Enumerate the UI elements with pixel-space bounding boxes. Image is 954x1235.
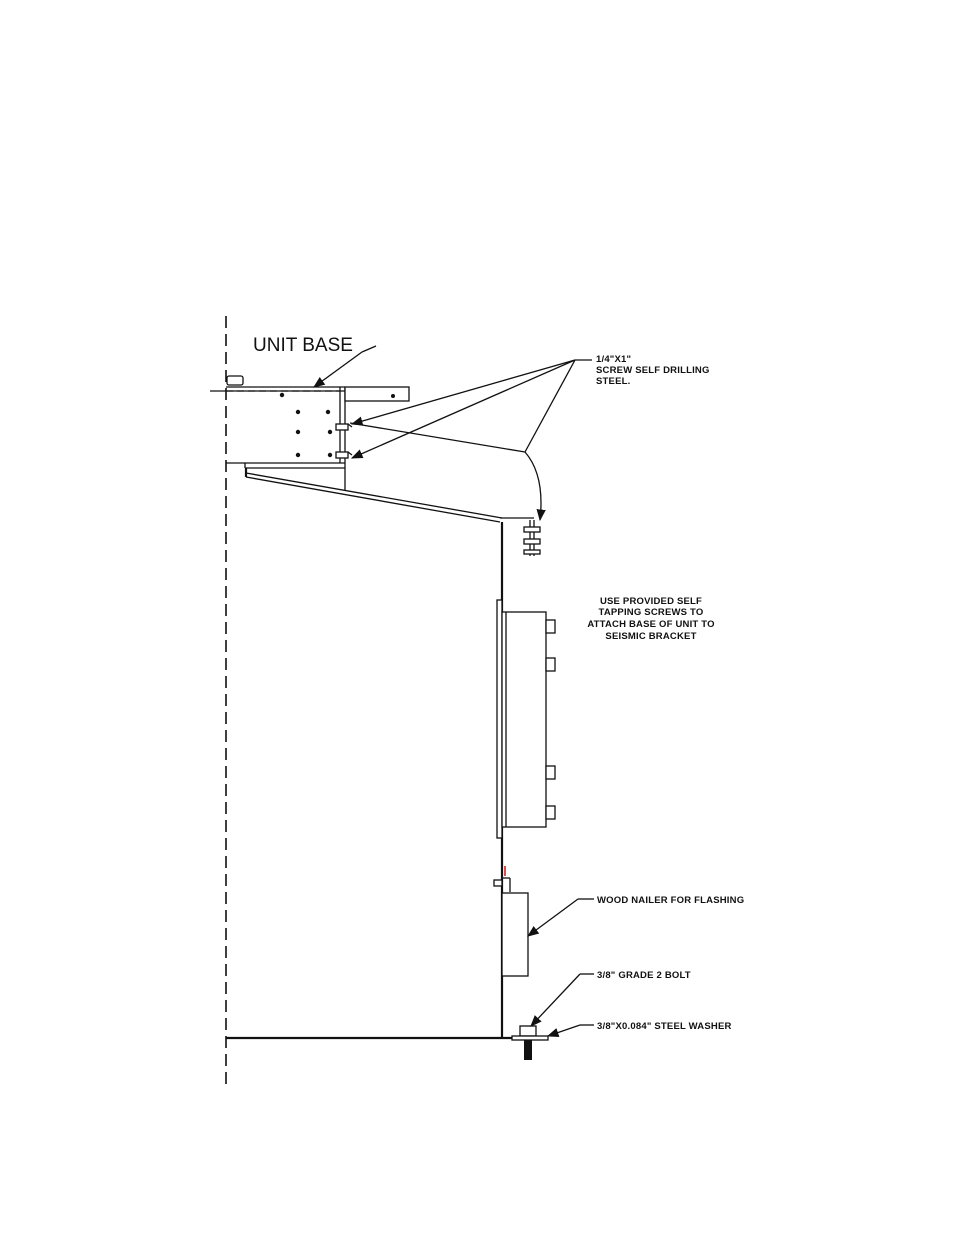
leader-lines (314, 346, 594, 1036)
tapping-note-line-2: TAPPING SCREWS TO (599, 607, 704, 618)
anchor-bolt-icon (512, 1026, 548, 1060)
wood-nailer (502, 893, 528, 976)
tapping-note-line-4: SEISMIC BRACKET (605, 631, 696, 642)
washer-label: 3/8"X0.084" STEEL WASHER (597, 1021, 732, 1032)
seismic-bracket (246, 468, 540, 1038)
bolt-hole-icon (328, 453, 332, 457)
unit-base-rail (210, 376, 409, 490)
seismic-side-plate (497, 600, 546, 838)
bolt-hole-icon (328, 430, 332, 434)
bolt-hole-icon (296, 430, 300, 434)
bolt-hole-icon (280, 393, 284, 397)
bolt-label: 3/8" GRADE 2 BOLT (597, 970, 691, 981)
screw-label-line-2: SCREW SELF DRILLING (596, 365, 710, 376)
bolt-hole-icon (326, 410, 330, 414)
wood-nailer-label: WOOD NAILER FOR FLASHING (597, 895, 744, 906)
self-drilling-screw-icon (336, 424, 352, 458)
tapping-screw-icon (546, 620, 555, 819)
bolt-hole-icon (296, 410, 300, 414)
tapping-note-line-3: ATTACH BASE OF UNIT TO (587, 619, 714, 630)
bolt-hole-icon (296, 453, 300, 457)
tapping-note-line-1: USE PROVIDED SELF (600, 596, 702, 607)
unit-base-label: UNIT BASE (253, 335, 353, 356)
screw-label-line-1: 1/4"X1" (596, 354, 631, 365)
screw-label-line-3: STEEL. (596, 376, 630, 387)
